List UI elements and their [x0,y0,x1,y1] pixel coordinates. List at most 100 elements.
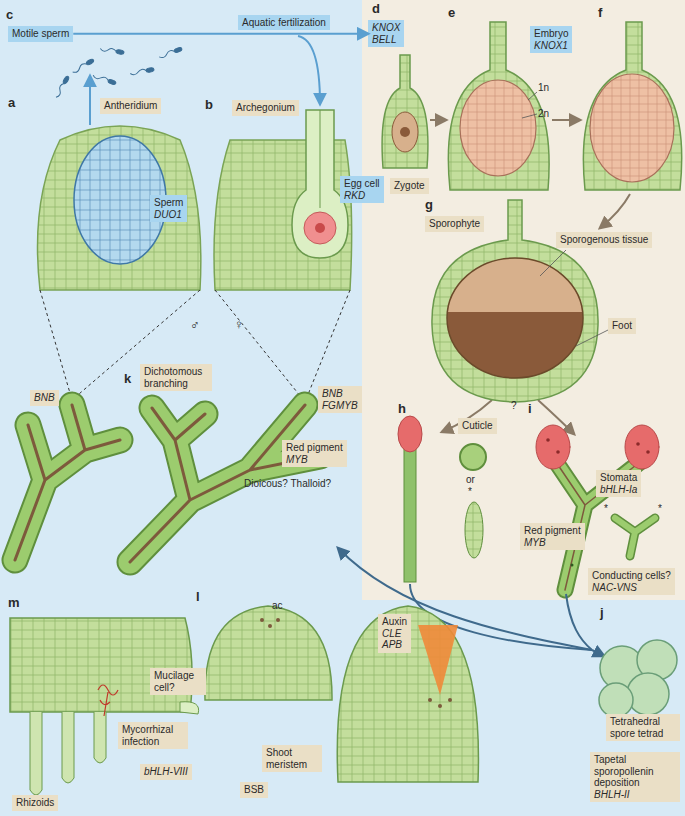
label-box: KNOXBELL [368,20,404,47]
gene-name: bHLH-VIII [144,766,188,778]
branched-sporophyte [615,518,655,556]
motile-sperm [72,62,88,73]
gametophyte-thallus [130,405,320,562]
panel-letter: ♀ [234,318,244,333]
label-box: Tapetal sporopollenin depositionBHLH-II [590,752,680,802]
motile-sperm [100,47,116,54]
label-box: Egg cellRKD [340,176,384,203]
label-box: Cuticle [458,418,497,434]
panel-letter: g [425,198,433,213]
spore-tetrad [599,683,633,717]
label-box: AuxinCLEAPB [378,614,411,653]
label-box: Archegonium [232,100,299,116]
motile-sperm [116,49,125,54]
gene-name: BNB [322,388,358,400]
rhizoid-tissue [98,685,118,716]
label-text: Antheridium [104,100,157,112]
label-box: Zygote [390,178,429,194]
label-box: Red pigmentMYB [520,523,585,550]
gene-name: BELL [372,34,400,46]
meristem [428,698,432,702]
development-arrows [600,194,630,228]
label-text: Stomata [600,472,637,484]
archegonium [315,223,325,233]
label-box: StomatabHLH-Ia [596,470,641,497]
gene-name: KNOX1 [534,40,568,52]
embryo-flask [583,22,681,190]
annotation: * [658,503,662,515]
zygote-flask [400,127,410,137]
archegonium [214,110,352,290]
branched-sporophyte [536,425,570,469]
gene-name: BNB [34,392,55,404]
label-text: Mucilage cell? [154,670,202,693]
rhizoid-tissue [62,712,74,783]
gene-name: BHLH-II [594,789,676,801]
panel-letter: e [448,6,455,21]
branched-sporophyte [536,425,659,590]
label-box: Rhizoids [12,795,58,811]
panel-letter: l [196,590,200,605]
embryo-flask [590,74,674,182]
meristem [205,606,478,782]
label-box: EmbryoKNOX1 [530,26,572,53]
motile-sperm [54,82,65,98]
label-text: Motile sperm [12,28,69,40]
label-text: Tetrahedral spore tetrad [610,716,676,739]
gametophyte-thallus [15,405,120,560]
label-box: Sporophyte [425,216,484,232]
zygote-flask [392,112,418,152]
edge-label: Aquatic fertilization [238,15,330,31]
background [362,0,685,600]
label-box: Motile sperm [8,26,73,42]
panel-letter: k [124,372,131,387]
motile-sperm [100,47,124,55]
gene-name: RKD [344,190,380,202]
motile-sperm [93,73,117,85]
gametophyte-thallus [15,405,120,560]
panel-letter: c [6,8,13,23]
label-box: Mycorrhizal infection [118,722,188,749]
branched-sporophyte [615,518,655,556]
rhizoid-tissue [10,618,192,712]
label-text: Archegonium [236,102,295,114]
panel-letter: ♂ [190,318,200,333]
archegonium [320,110,321,208]
zoom-lines [40,290,350,402]
embryo-flask [522,92,537,118]
gene-name: CLE [382,628,407,640]
gametophyte-thallus [130,405,320,562]
gene-name: NAC-VNS [592,582,671,594]
gene-name: bHLH-Ia [600,484,637,496]
label-text: Zygote [394,180,425,192]
label-text: Sporophyte [429,218,480,230]
rhizoid-tissue [10,618,199,795]
zygote-flask [382,55,428,168]
gene-name: MYB [286,454,343,466]
fertilization-arrows [89,76,91,125]
unbranched-sporophyte [398,416,486,582]
zygote-flask [382,55,428,168]
label-box: Antheridium [100,98,161,114]
spore-tetrad [599,640,677,717]
annotation: ac [272,600,283,612]
panel-letter: f [598,6,602,21]
gametophyte-thallus [15,405,120,560]
unbranched-sporophyte [404,444,416,582]
development-arrows [430,120,630,434]
label-box: bHLH-VIII [140,764,192,780]
motile-sperm [130,69,146,76]
meristem [448,698,452,702]
label-text: Sperm [154,197,183,209]
label-box: Sporogenous tissue [556,232,652,248]
label-box: BSB [240,782,268,798]
meristem [418,625,458,695]
annotation: * [604,503,608,515]
panel-letter: a [8,96,15,111]
motile-sperm [159,47,183,59]
branched-sporophyte [625,425,659,469]
label-text: Rhizoids [16,797,54,809]
label-text: Dichotomous branching [144,366,208,389]
label-text: Foot [612,320,632,332]
